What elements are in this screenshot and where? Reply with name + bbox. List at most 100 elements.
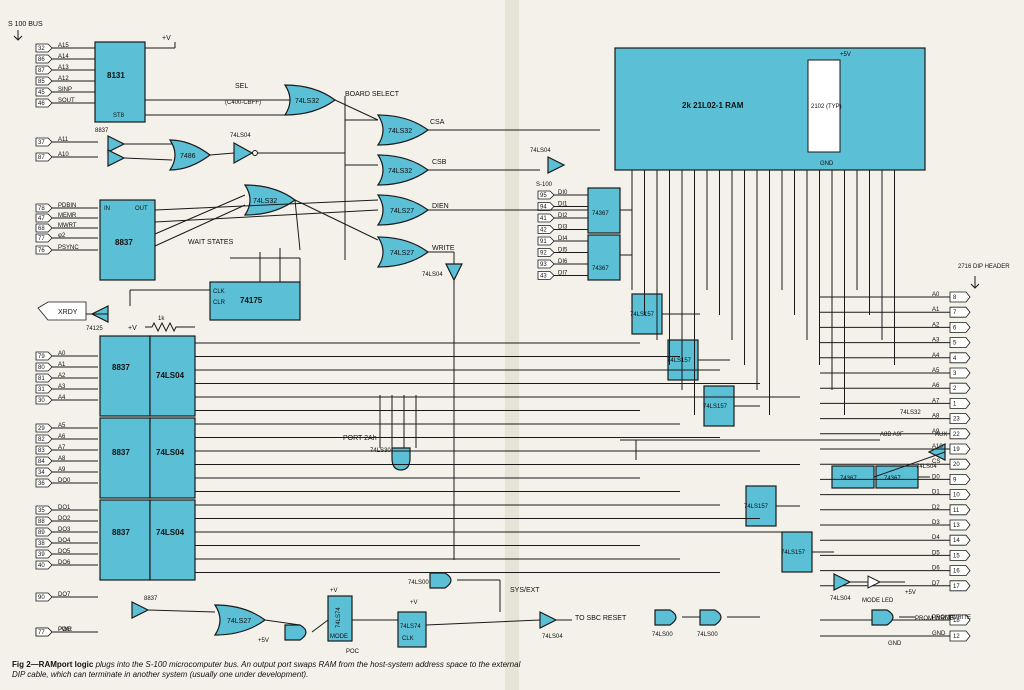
poc-label-bottom: POC bbox=[346, 649, 360, 655]
header-pin: 4A4 bbox=[820, 352, 971, 364]
chip-74ls157-4 bbox=[745, 485, 777, 527]
gate-74ls32-sel-label: 74LS32 bbox=[295, 98, 319, 105]
gate-74ls27-bottom bbox=[213, 604, 267, 636]
header-pin-number: 6 bbox=[953, 325, 957, 331]
to-sbc-reset-label: TO SBC RESET bbox=[575, 615, 627, 622]
header-pin-number: 15 bbox=[953, 553, 960, 559]
bus-pin-signal: DO7 bbox=[58, 592, 71, 598]
bus-pin-number: 89 bbox=[38, 530, 45, 536]
plus-5v-label-ram: +5V bbox=[840, 52, 851, 58]
chip-74ls32-aux-label: 74LS32 bbox=[900, 410, 921, 416]
bus-pin-number: 82 bbox=[38, 437, 45, 443]
header-pin-signal: PROM WRITE bbox=[932, 615, 971, 621]
chip-74ls04-b-label: 74LS04 bbox=[156, 448, 185, 457]
bus-pin-signal: SOUT bbox=[58, 98, 75, 104]
header-pin-signal: D6 bbox=[932, 566, 940, 572]
chip-74175-label: 74175 bbox=[240, 296, 263, 305]
inverter-74ls04-write bbox=[445, 263, 463, 282]
header-pin-number: 23 bbox=[953, 417, 960, 423]
buffer-8837-poc-label: 8837 bbox=[144, 596, 158, 602]
chip-8131-st8: ST8 bbox=[113, 113, 125, 119]
di-pin-signal: DI1 bbox=[558, 202, 568, 208]
logic-wire bbox=[425, 619, 541, 626]
caption-text: plugs into the S-100 microcomputer bus. … bbox=[12, 660, 521, 679]
bus-pin-signal: DO5 bbox=[58, 549, 71, 555]
sel-range-label: (C400-CBFF) bbox=[225, 100, 261, 106]
chip-8837-b bbox=[99, 417, 151, 499]
gate-74ls32-csb-label: 74LS32 bbox=[388, 168, 412, 175]
header-pin-number: 18 bbox=[953, 618, 960, 624]
logic-wire bbox=[334, 99, 379, 121]
inverter-74ls04-1 bbox=[233, 141, 254, 165]
bus-pin-number: 29 bbox=[38, 426, 45, 432]
chip-74ls04-a-label: 74LS04 bbox=[156, 371, 185, 380]
chip-74175-clr: CLR bbox=[213, 300, 226, 306]
header-pin-signal: CS bbox=[932, 459, 940, 465]
plus-v-label-4: +V bbox=[410, 600, 418, 606]
logic-wire bbox=[873, 451, 946, 478]
bus-pin-signal: A12 bbox=[58, 76, 69, 82]
chip-74367-a bbox=[587, 187, 621, 234]
chip-74ls04-c-label: 74LS04 bbox=[156, 528, 185, 537]
chip-8837-upper-label: 8837 bbox=[115, 238, 133, 247]
header-pin-signal: A9 bbox=[932, 429, 940, 435]
logic-wire bbox=[154, 209, 379, 223]
logic-wire bbox=[154, 199, 379, 211]
bus-pin-signal: A15 bbox=[58, 43, 69, 49]
header-pin-number: 16 bbox=[953, 569, 960, 575]
plus-v-label-2: +V bbox=[128, 325, 137, 332]
logic-wire bbox=[154, 204, 246, 247]
chip-74367-b bbox=[587, 234, 621, 281]
gate-74ls27-bottom-label: 74LS27 bbox=[227, 618, 251, 625]
logic-wire bbox=[294, 199, 379, 241]
bus-pin-number: 87 bbox=[38, 68, 45, 74]
header-pin-number: 13 bbox=[953, 523, 960, 529]
bus-pin-signal: DO6 bbox=[58, 560, 71, 566]
header-pin-signal: D0 bbox=[932, 474, 940, 480]
bus-pin-number: 40 bbox=[38, 563, 45, 569]
inverter-74ls04-1-bubble bbox=[252, 150, 258, 156]
bus-pin-number: 80 bbox=[38, 365, 45, 371]
resistor-1k-label: 1k bbox=[158, 316, 165, 322]
chip-74ls157-5 bbox=[781, 531, 813, 573]
s100-label: S-100 bbox=[536, 182, 553, 188]
di-pin-signal: DI6 bbox=[558, 259, 568, 265]
logic-wire bbox=[154, 194, 246, 235]
write-label: WRITE bbox=[432, 245, 455, 252]
header-label: 2716 DIP HEADER bbox=[958, 264, 1010, 270]
ram-2102-label: 2102 (TYP) bbox=[811, 104, 842, 110]
inverter-74ls04-aux-label: 74LS04 bbox=[916, 464, 937, 470]
bus-pin-number: 86 bbox=[38, 57, 45, 63]
header-pin-signal: A5 bbox=[932, 368, 940, 374]
header-pin-number: 7 bbox=[953, 310, 957, 316]
bus-pin-number: 76 bbox=[38, 248, 45, 254]
bus-pin-signal: MWRT bbox=[58, 223, 77, 229]
bus-pin-signal: MEMR bbox=[58, 213, 77, 219]
bus-pin-signal: PWR bbox=[58, 627, 73, 633]
bus-pin-number: 31 bbox=[38, 387, 45, 393]
logic-wire bbox=[209, 152, 235, 156]
di-pin-number: 42 bbox=[540, 228, 547, 234]
a8-a9-label: A8B A9F bbox=[880, 432, 904, 438]
bus-pin-signal: DO1 bbox=[58, 505, 71, 511]
header-pin-signal: A1 bbox=[932, 307, 940, 313]
header-pin-number: 8 bbox=[953, 295, 957, 301]
